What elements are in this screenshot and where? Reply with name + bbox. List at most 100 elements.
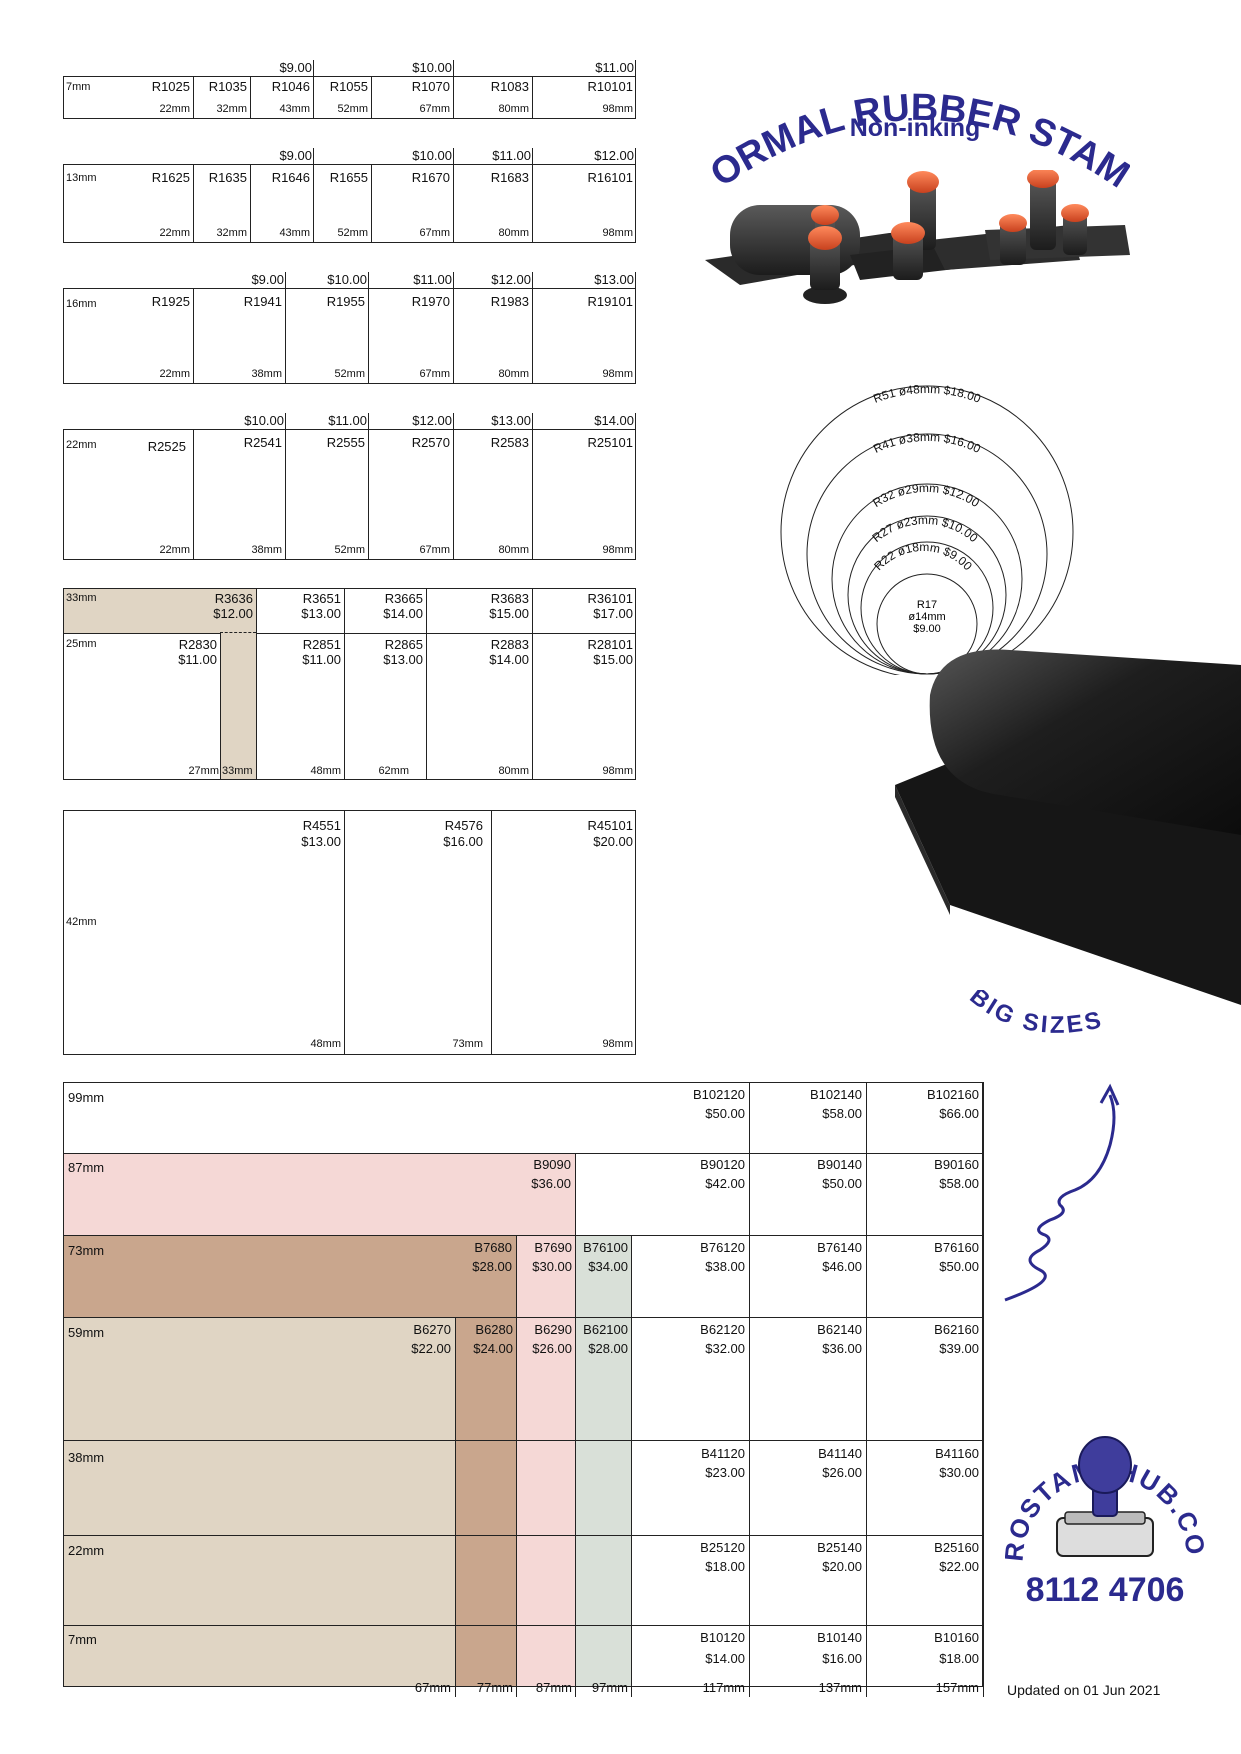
product-code: B102120 — [692, 1087, 745, 1102]
width-label: 157mm — [935, 1680, 979, 1695]
product-price: $13.00 — [383, 652, 423, 667]
price-label: $12.00 — [594, 148, 634, 163]
row-height-label: 59mm — [68, 1325, 105, 1340]
product-code: R25101 — [587, 435, 633, 450]
width-label: 48mm — [310, 1038, 341, 1050]
product-code: B7690 — [534, 1240, 572, 1255]
product-code: R3665 — [384, 591, 423, 606]
product-price: $36.00 — [822, 1341, 862, 1356]
width-label: 77mm — [476, 1680, 513, 1695]
page-subtitle: Non-inking — [849, 114, 981, 142]
width-label: 80mm — [498, 368, 529, 380]
round-size-label: R51 ø48mm $18.00 — [871, 385, 983, 406]
product-code: B62100 — [583, 1322, 628, 1337]
round-r17-price: $9.00 — [913, 623, 941, 635]
product-code: R1635 — [208, 170, 247, 185]
product-code: R2865 — [384, 637, 423, 652]
price-label: $13.00 — [491, 413, 531, 428]
price-label: $10.00 — [412, 60, 452, 75]
product-code: R2830 — [178, 637, 217, 652]
product-code: B90160 — [934, 1157, 979, 1172]
product-code: B25120 — [700, 1540, 745, 1555]
product-price: $18.00 — [939, 1651, 979, 1666]
round-r17-size: ø14mm — [908, 611, 945, 623]
product-code: B6270 — [413, 1322, 451, 1337]
width-label: 67mm — [419, 544, 450, 556]
width-label: 52mm — [334, 544, 365, 556]
price-label: $14.00 — [594, 413, 634, 428]
width-label: 62mm — [378, 765, 409, 777]
row-height-label: 99mm — [68, 1090, 105, 1105]
width-label: 38mm — [251, 368, 282, 380]
product-code: R2525 — [147, 439, 186, 454]
svg-text:R51 ø48mm $18.00: R51 ø48mm $18.00 — [871, 385, 983, 406]
product-price: $12.00 — [213, 606, 253, 621]
price-label: $11.00 — [328, 413, 367, 428]
product-code: R1655 — [329, 170, 368, 185]
product-code: R1025 — [151, 79, 190, 94]
width-label: 52mm — [334, 368, 365, 380]
width-label: 67mm — [419, 103, 450, 115]
product-price: $18.00 — [705, 1559, 745, 1574]
product-code: R1970 — [411, 294, 450, 309]
product-code: B90140 — [817, 1157, 862, 1172]
row-height-label: 87mm — [68, 1160, 105, 1175]
product-code: R1046 — [271, 79, 310, 94]
width-label: 98mm — [602, 765, 633, 777]
product-code: R36101 — [587, 591, 633, 606]
product-price: $50.00 — [822, 1176, 862, 1191]
product-code: B76140 — [817, 1240, 862, 1255]
product-price: $66.00 — [939, 1106, 979, 1121]
row-height-label: 16mm — [66, 298, 97, 310]
product-price: $16.00 — [822, 1651, 862, 1666]
price-label: $12.00 — [412, 413, 452, 428]
product-price: $50.00 — [705, 1106, 745, 1121]
row-height-label: 38mm — [68, 1450, 105, 1465]
product-code: R1070 — [411, 79, 450, 94]
svg-text:R22 ø18mm $9.00: R22 ø18mm $9.00 — [871, 540, 975, 573]
product-price: $28.00 — [472, 1259, 512, 1274]
product-code: R3636 — [214, 591, 253, 606]
product-code: B41140 — [818, 1446, 862, 1461]
product-price: $15.00 — [593, 652, 633, 667]
svg-text:R32 ø29mm $12.00: R32 ø29mm $12.00 — [870, 481, 982, 510]
product-code: B25160 — [934, 1540, 979, 1555]
width-label: 27mm — [188, 765, 219, 777]
width-label: 67mm — [419, 368, 450, 380]
product-code: B76100 — [583, 1240, 628, 1255]
width-label: 43mm — [279, 227, 310, 239]
row-height-label: 25mm — [66, 638, 97, 650]
width-label: 80mm — [498, 103, 529, 115]
product-code: R1646 — [271, 170, 310, 185]
product-code: R2851 — [302, 637, 341, 652]
price-label: $12.00 — [491, 272, 531, 287]
row-height-label: 73mm — [68, 1243, 105, 1258]
width-label: 98mm — [602, 544, 633, 556]
product-code: R1941 — [243, 294, 282, 309]
product-price: $58.00 — [939, 1176, 979, 1191]
product-price: $16.00 — [443, 834, 483, 849]
product-price: $34.00 — [588, 1259, 628, 1274]
width-label: 98mm — [602, 1038, 633, 1050]
round-r17-code: R17 — [917, 599, 937, 611]
product-code: B62120 — [700, 1322, 745, 1337]
width-label: 32mm — [216, 103, 247, 115]
product-code: R1925 — [151, 294, 190, 309]
product-code: R2583 — [490, 435, 529, 450]
product-code: B10120 — [700, 1630, 745, 1645]
product-price: $14.00 — [489, 652, 529, 667]
width-label: 80mm — [498, 544, 529, 556]
row-height-label: 33mm — [66, 592, 97, 604]
product-price: $39.00 — [939, 1341, 979, 1356]
product-price: $17.00 — [593, 606, 633, 621]
product-code: B10160 — [934, 1630, 979, 1645]
product-price: $24.00 — [473, 1341, 513, 1356]
product-code: R16101 — [587, 170, 633, 185]
product-price: $42.00 — [705, 1176, 745, 1191]
price-label: $10.00 — [244, 413, 284, 428]
price-label: $9.00 — [279, 148, 312, 163]
product-price: $36.00 — [531, 1176, 571, 1191]
product-code: R1683 — [490, 170, 529, 185]
product-code: R28101 — [587, 637, 633, 652]
product-code: R3651 — [302, 591, 341, 606]
